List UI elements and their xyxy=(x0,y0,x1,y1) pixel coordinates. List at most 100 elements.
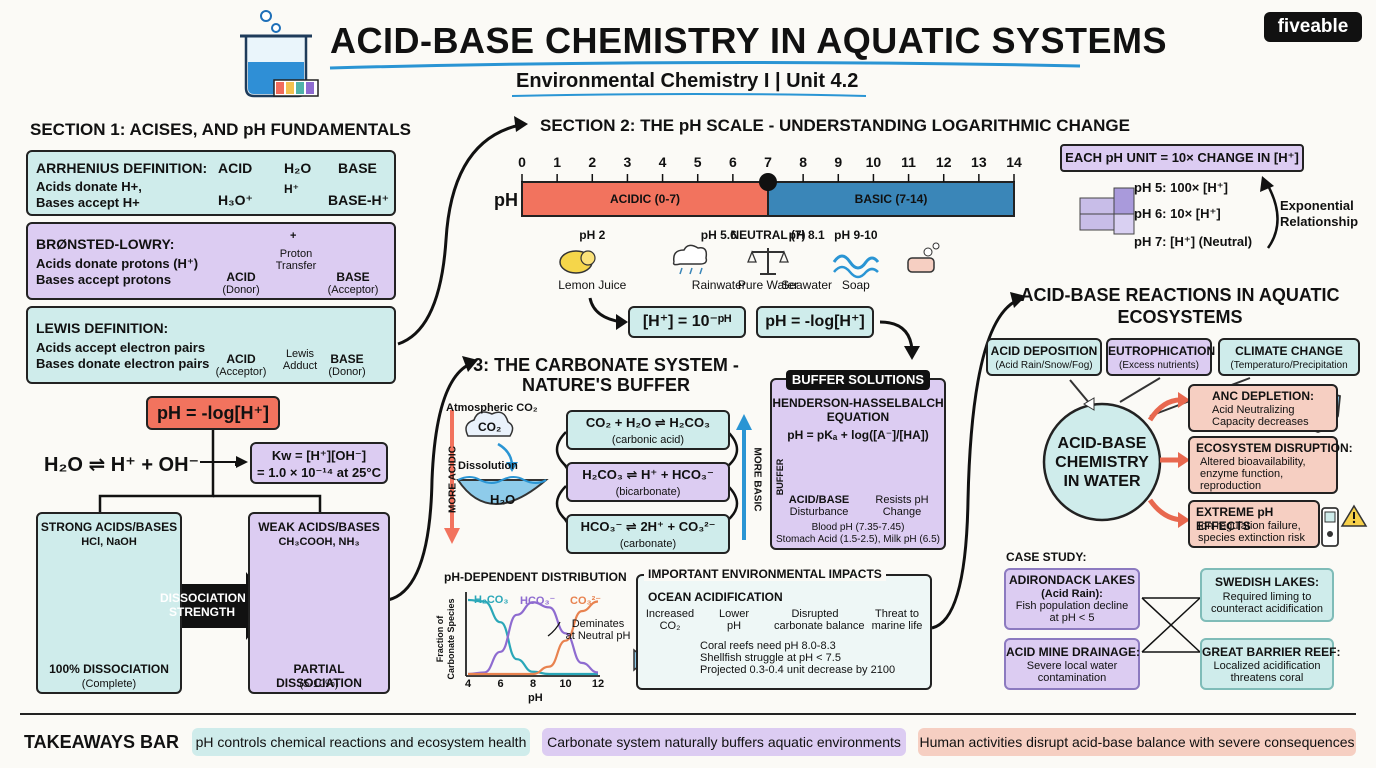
center-1: ACID-BASE xyxy=(1057,435,1147,452)
ocean-acidification-label: OCEAN ACIDIFICATION xyxy=(648,590,783,604)
eut-sub: (Excess nutrients) xyxy=(1118,360,1200,371)
takeaways-label: TAKEAWAYS BAR xyxy=(24,732,180,752)
ph-tick-label: 11 xyxy=(901,154,916,170)
ph-tick-label: 2 xyxy=(588,154,597,170)
page-subtitle: Environmental Chemistry I | Unit 4.2 xyxy=(516,70,859,92)
arrhenius-hplus: H⁺ xyxy=(284,182,299,196)
distribution-ylabel: Fraction of Carbonate Species xyxy=(435,589,457,689)
ext-title: EXTREME pH EFFECTS xyxy=(1196,505,1274,533)
ph-tick-label: 9 xyxy=(834,154,843,170)
co2-label: CO₂ xyxy=(478,420,502,434)
impacts-title: IMPORTANT ENVIRONMENTAL IMPACTS xyxy=(644,567,886,581)
dis-line2: enzyme function, xyxy=(1200,468,1284,480)
x-tick-label: 6 xyxy=(497,678,504,690)
ext-line1: Ion regulation failure, xyxy=(1198,520,1301,532)
flow-2b: pH xyxy=(726,620,742,632)
hh-equation: pH = pKₐ + log([A⁻]/[HA]) xyxy=(787,428,929,442)
note-2: at Neutral pH xyxy=(565,630,631,642)
hh-line2: EQUATION xyxy=(826,410,890,424)
more-basic-label: MORE BASIC xyxy=(751,447,763,512)
buffer-example-2: Stomach Acid (1.5-2.5), Milk pH (6.5) xyxy=(776,534,940,545)
ph-tick-label: 8 xyxy=(799,154,808,170)
ph7-label: pH 7: [H⁺] (Neutral) xyxy=(1134,234,1253,249)
disturbance-1: ACID/BASE xyxy=(788,494,850,506)
ph-example-value: NEUTRAL (7) xyxy=(730,228,806,242)
dis-line3: reproduction xyxy=(1200,480,1262,492)
case-study-label: CASE STUDY: xyxy=(1006,550,1087,564)
section3-heading-1: 3: THE CARBONATE SYSTEM - xyxy=(473,355,739,375)
carbonic-acid-eq: CO₂ + H₂O ⇌ H₂CO₃ (carbonic acid) xyxy=(566,410,730,450)
atmospheric-co2-label: Atmospheric CO₂ xyxy=(446,402,538,414)
dominates-note: Deminates at Neutral pH xyxy=(562,618,634,642)
great-barrier-reef-box: GREAT BARRIER REEF: Localized acidificat… xyxy=(1200,638,1340,690)
flow-4a: Threat to xyxy=(874,608,920,620)
ecosystems-heading: ACID-BASE REACTIONS IN AQUATIC ECOSYSTEM… xyxy=(1010,284,1350,328)
ph-example-name: Seawater xyxy=(781,278,832,292)
impact-bullet-1: Coral reefs need pH 8.0-8.3 xyxy=(700,640,836,652)
dep-title: ACID DEPOSITION xyxy=(990,344,1098,358)
lewis-adduct-1: Lewis xyxy=(285,348,315,360)
dissolution-label: Dissolution xyxy=(458,460,518,472)
flow-1a: Increased xyxy=(645,608,695,620)
ph-tick-label: 3 xyxy=(623,154,632,170)
impact-bullet-3: Projected 0.3-0.4 unit decrease by 2100 xyxy=(700,664,896,676)
flow-3b: carbonate balance xyxy=(774,620,865,632)
ph-example-name: Lemon Juice xyxy=(558,278,627,292)
eq2-text: H₂CO₃ ⇌ H⁺ + HCO₃⁻ xyxy=(582,467,714,482)
center-2: CHEMISTRY xyxy=(1055,454,1149,471)
arrhenius-line2: Bases accept H+ xyxy=(36,195,140,210)
kw-line1: Kw = [H⁺][OH⁻] xyxy=(271,448,367,463)
dis-line1: Altered bioavailability, xyxy=(1200,456,1306,468)
x-tick-label: 10 xyxy=(559,678,572,690)
ph-tick-label: 5 xyxy=(693,154,702,170)
eq1-sub: (carbonic acid) xyxy=(611,434,685,446)
lewis-acid-sub: (Acceptor) xyxy=(215,366,267,378)
ylabel-1: Fraction of xyxy=(435,615,445,663)
basic-label: BASIC (7-14) xyxy=(854,192,928,206)
amd-title: ACID MINE DRAINAGE: xyxy=(1006,645,1140,659)
legend-entry: H₂CO₃ xyxy=(474,594,509,606)
bronsted-line1: Acids donate protons (H⁺) xyxy=(36,256,199,271)
fiveable-logo[interactable]: fiveable xyxy=(1264,12,1362,42)
x-tick-label: 4 xyxy=(464,678,472,690)
clim-sub: (Temperaturo/Precipitation xyxy=(1230,360,1348,371)
legend-entry: CO₃²⁻ xyxy=(570,595,602,607)
buffer-title: BUFFER SOLUTIONS xyxy=(786,370,930,390)
ph-example-value: pH 2 xyxy=(579,228,606,242)
dissociation-label-1: DISSOCIATION xyxy=(160,591,246,605)
kw-line2: = 1.0 × 10⁻¹⁴ at 25°C xyxy=(256,465,381,480)
note-1: Deminates xyxy=(571,618,625,630)
ph-example-name: Soap xyxy=(841,278,870,292)
wave-icon xyxy=(832,254,880,279)
swe-1: Required liming to xyxy=(1222,591,1312,603)
x-tick-label: 12 xyxy=(591,678,605,690)
lewis-box: LEWIS DEFINITION: Acids accept electron … xyxy=(26,306,396,384)
ph-tick-label: 7 xyxy=(764,154,772,170)
strong-result: 100% DISSOCIATION xyxy=(49,662,169,676)
arrhenius-h2o: H₂O xyxy=(284,160,312,176)
lewis-base-sub: (Donor) xyxy=(328,366,366,378)
legend-entry: HCO₃⁻ xyxy=(520,595,556,607)
gbr-2: threatens coral xyxy=(1230,672,1304,684)
gbr-1: Localized acidification xyxy=(1213,660,1321,672)
eco-heading-1: ACID-BASE REACTIONS IN AQUATIC xyxy=(1020,285,1340,305)
ph6-label: pH 6: 10× [H⁺] xyxy=(1134,206,1221,221)
distribution-xlabel: pH xyxy=(528,692,543,704)
section1-heading: SECTION 1: ACISES, AND pH FUNDAMENTALS xyxy=(30,120,411,139)
center-label: ACID-BASE CHEMISTRY IN WATER xyxy=(1046,434,1158,491)
page-title: ACID-BASE CHEMISTRY IN AQUATIC SYSTEMS xyxy=(330,20,1168,61)
flow-4b: marine life xyxy=(871,620,923,632)
resists-1: Resists pH xyxy=(875,494,929,506)
strong-sub: (Complete) xyxy=(81,678,137,690)
proton-transfer-2: Transfer xyxy=(275,260,317,272)
series-line xyxy=(467,598,598,676)
dissociation-label-2: STRENGTH xyxy=(169,605,235,619)
bronsted-line2: Bases accept protons xyxy=(36,272,172,287)
adk-2: Fish population decline xyxy=(1015,600,1129,612)
neutral-marker xyxy=(759,173,777,191)
ph-tick-label: 12 xyxy=(935,154,952,170)
ph-tick-label: 13 xyxy=(971,154,987,170)
ph-tick-label: 6 xyxy=(728,154,737,170)
takeaway-2: Carbonate system naturally buffers aquat… xyxy=(542,728,906,756)
amd-1: Severe local water xyxy=(1026,660,1118,672)
